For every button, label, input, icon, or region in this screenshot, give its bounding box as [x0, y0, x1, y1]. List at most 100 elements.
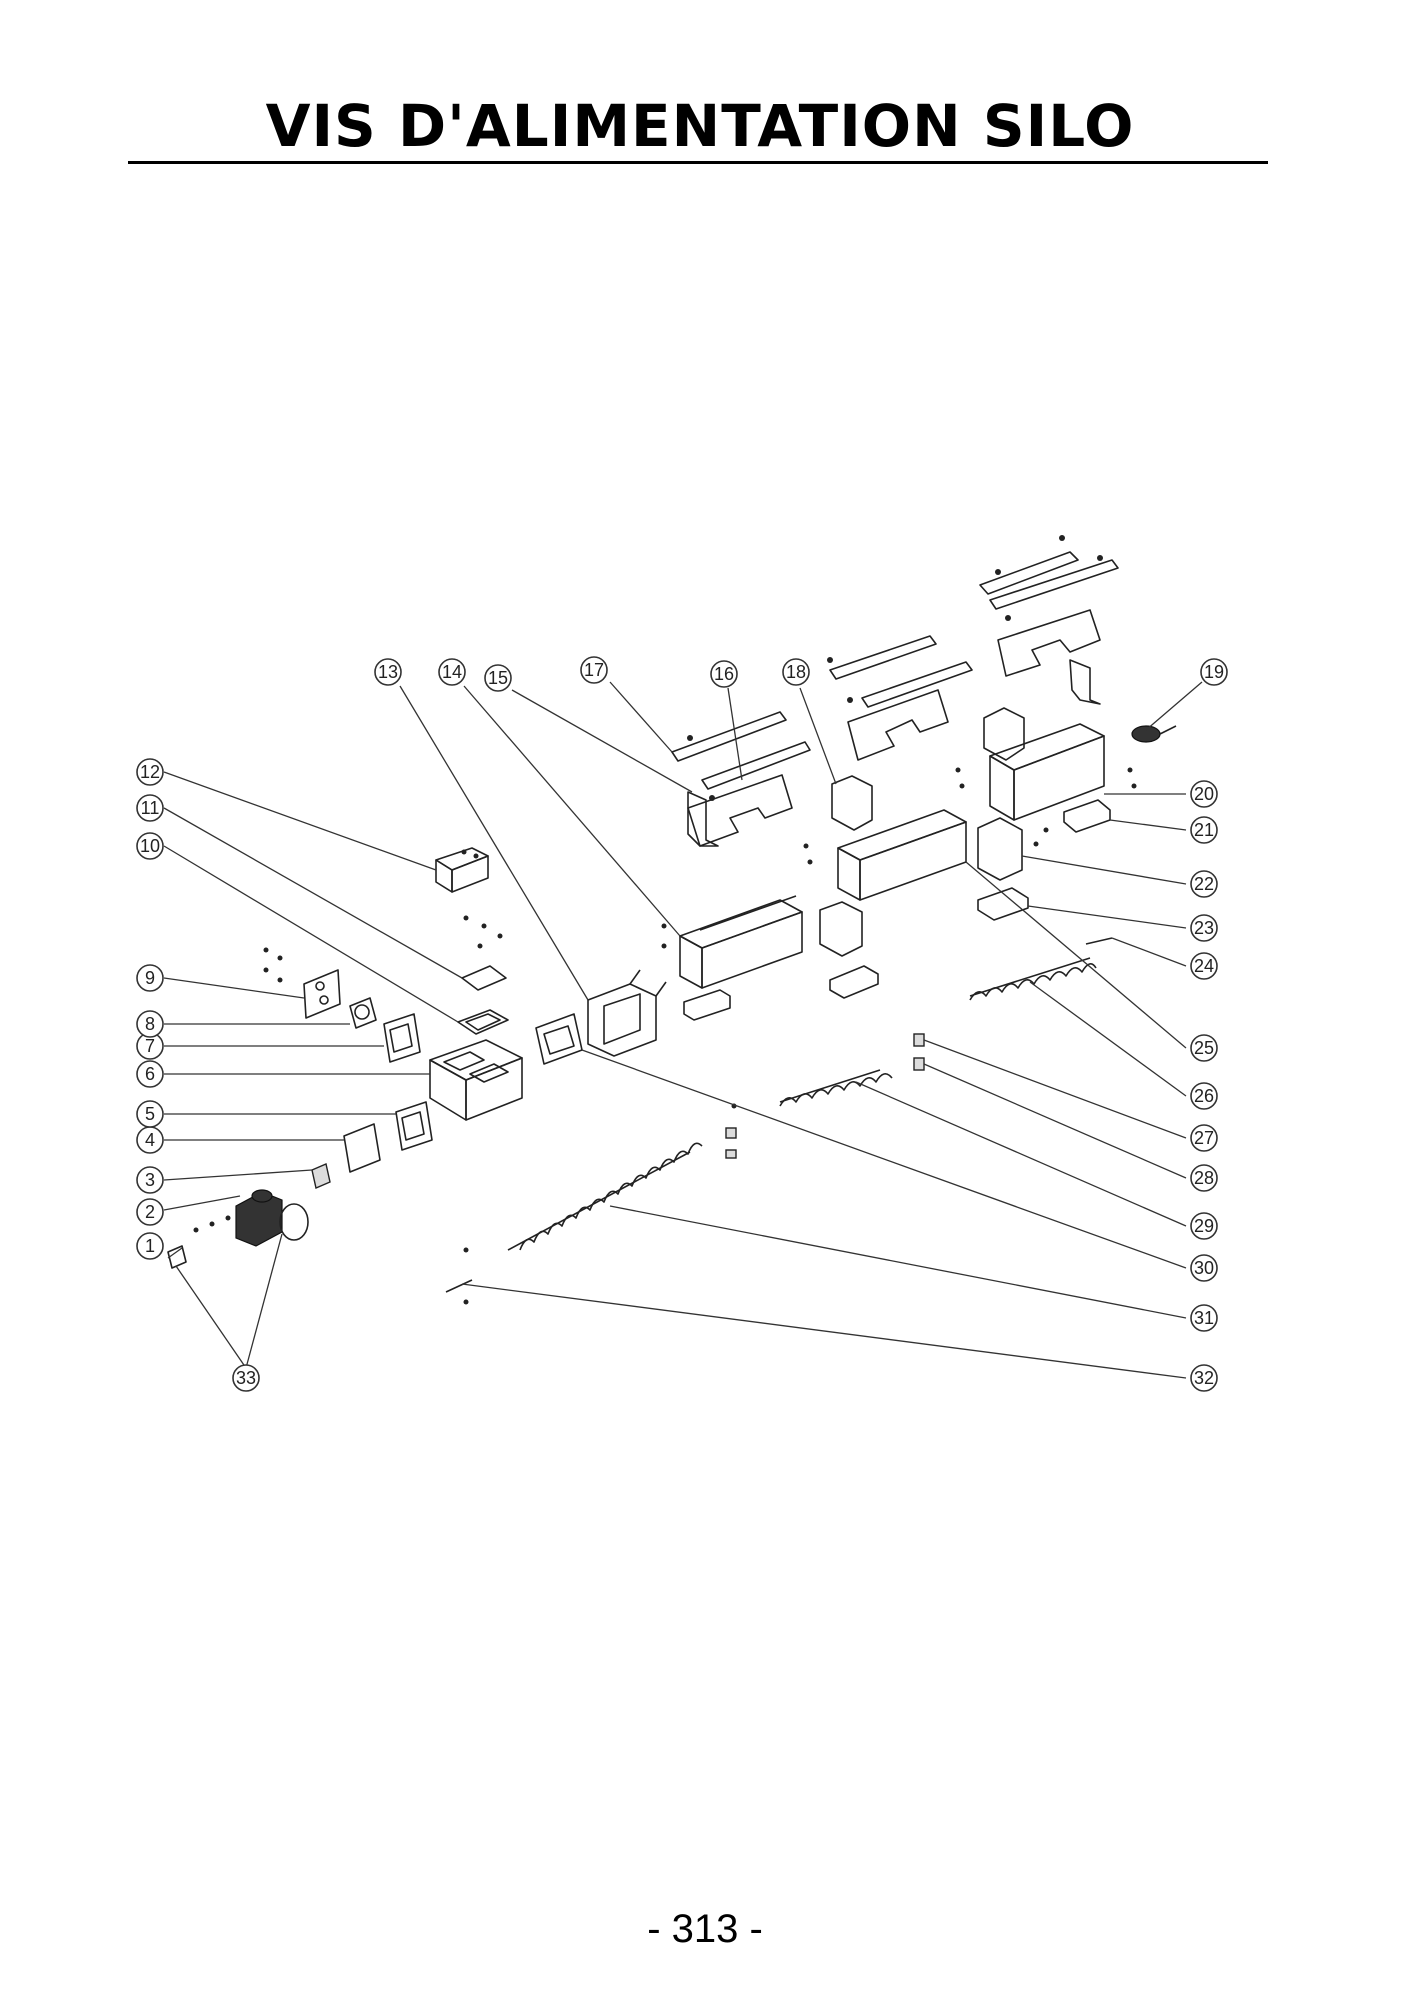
- callout-27: 27: [1190, 1124, 1218, 1152]
- svg-text:27: 27: [1194, 1128, 1214, 1148]
- svg-text:14: 14: [442, 662, 462, 682]
- part-9-plate: [303, 969, 341, 1019]
- svg-text:20: 20: [1194, 784, 1214, 804]
- svg-text:24: 24: [1194, 956, 1214, 976]
- svg-text:5: 5: [145, 1104, 155, 1124]
- svg-text:21: 21: [1194, 820, 1214, 840]
- callout-18: 18: [782, 658, 810, 686]
- svg-text:3: 3: [145, 1170, 155, 1190]
- part-2-gear-motor: [235, 1189, 309, 1247]
- part-fasteners-center: [725, 1103, 737, 1159]
- callout-17: 17: [580, 656, 608, 684]
- part-30-flange-gasket: [535, 1013, 583, 1065]
- svg-text:18: 18: [786, 662, 806, 682]
- callout-33: 33: [232, 1364, 260, 1392]
- part-7-flange: [383, 1013, 421, 1063]
- callout-16: 16: [710, 660, 738, 688]
- part-1-flange: [167, 1245, 187, 1269]
- part-13-inlet-chute: [587, 969, 667, 1057]
- part-cover-plates-left: [671, 711, 811, 847]
- callout-15: 15: [484, 664, 512, 692]
- svg-text:10: 10: [140, 836, 160, 856]
- callout-12: 12: [136, 758, 164, 786]
- svg-text:33: 33: [236, 1368, 256, 1388]
- callout-19: 19: [1200, 658, 1228, 686]
- callout-30: 30: [1190, 1254, 1218, 1282]
- callout-6: 6: [136, 1060, 164, 1088]
- part-bolts: [193, 767, 1137, 1233]
- parts: [167, 535, 1177, 1305]
- svg-text:17: 17: [584, 660, 604, 680]
- svg-text:4: 4: [145, 1130, 155, 1150]
- svg-text:8: 8: [145, 1014, 155, 1034]
- part-31-main-auger: [507, 1142, 703, 1251]
- callout-31: 31: [1190, 1304, 1218, 1332]
- part-trough-section-20: [977, 723, 1111, 921]
- callout-3: 3: [136, 1166, 164, 1194]
- callout-20: 20: [1190, 780, 1218, 808]
- part-27-28-coupling: [913, 1033, 925, 1071]
- part-6-hopper-box: [429, 1039, 523, 1121]
- callout-22: 22: [1190, 870, 1218, 898]
- part-8-bearing-shield: [349, 997, 377, 1029]
- callouts: 1 2 3 4 5 6 7 8 9 10 11 12 13 14 15 16 1…: [136, 656, 1228, 1392]
- callout-13: 13: [374, 658, 402, 686]
- part-trough-section-14: [679, 895, 803, 1021]
- part-29-auger-flight: [779, 1069, 893, 1107]
- leader-lines: [163, 681, 1203, 1379]
- callout-25: 25: [1190, 1034, 1218, 1062]
- callout-9: 9: [136, 964, 164, 992]
- svg-text:23: 23: [1194, 918, 1214, 938]
- svg-text:2: 2: [145, 1202, 155, 1222]
- part-trough-section-25: [819, 809, 967, 999]
- svg-text:25: 25: [1194, 1038, 1214, 1058]
- svg-text:28: 28: [1194, 1168, 1214, 1188]
- svg-text:22: 22: [1194, 874, 1214, 894]
- callout-23: 23: [1190, 914, 1218, 942]
- svg-text:32: 32: [1194, 1368, 1214, 1388]
- callout-14: 14: [438, 658, 466, 686]
- part-10-gasket: [457, 1009, 509, 1035]
- callout-32: 32: [1190, 1364, 1218, 1392]
- page-title: VIS D'ALIMENTATION SILO: [265, 92, 1135, 160]
- callout-8: 8: [136, 1010, 164, 1038]
- part-19-end-bearing: [1131, 725, 1177, 743]
- svg-text:26: 26: [1194, 1086, 1214, 1106]
- part-12-cover-box: [435, 847, 489, 893]
- svg-text:13: 13: [378, 662, 398, 682]
- svg-text:6: 6: [145, 1064, 155, 1084]
- page-number: - 313 -: [647, 1907, 763, 1951]
- part-5-flange: [395, 1101, 433, 1151]
- svg-text:1: 1: [145, 1236, 155, 1256]
- part-26-auger-flight: [969, 957, 1097, 1001]
- part-24-pin: [1085, 937, 1113, 945]
- part-cover-plates-middle: [827, 635, 973, 761]
- callout-29: 29: [1190, 1212, 1218, 1240]
- svg-text:15: 15: [488, 668, 508, 688]
- svg-text:29: 29: [1194, 1216, 1214, 1236]
- svg-text:7: 7: [145, 1036, 155, 1056]
- part-32-pin: [445, 1247, 473, 1305]
- svg-text:12: 12: [140, 762, 160, 782]
- callout-28: 28: [1190, 1164, 1218, 1192]
- callout-4: 4: [136, 1126, 164, 1154]
- svg-text:31: 31: [1194, 1308, 1214, 1328]
- part-4-plate: [343, 1123, 381, 1173]
- svg-text:16: 16: [714, 664, 734, 684]
- callout-1: 1: [136, 1232, 164, 1260]
- svg-text:19: 19: [1204, 662, 1224, 682]
- svg-text:11: 11: [141, 798, 160, 818]
- part-3-coupling: [311, 1163, 331, 1189]
- part-cover-plates-top: [979, 535, 1119, 705]
- callout-11: 11: [136, 794, 164, 822]
- callout-10: 10: [136, 832, 164, 860]
- callout-5: 5: [136, 1100, 164, 1128]
- callout-2: 2: [136, 1198, 164, 1226]
- title-rule: [128, 161, 1268, 164]
- callout-21: 21: [1190, 816, 1218, 844]
- part-11-plate: [461, 965, 507, 991]
- svg-text:9: 9: [145, 968, 155, 988]
- callout-24: 24: [1190, 952, 1218, 980]
- part-brackets: [687, 707, 1025, 881]
